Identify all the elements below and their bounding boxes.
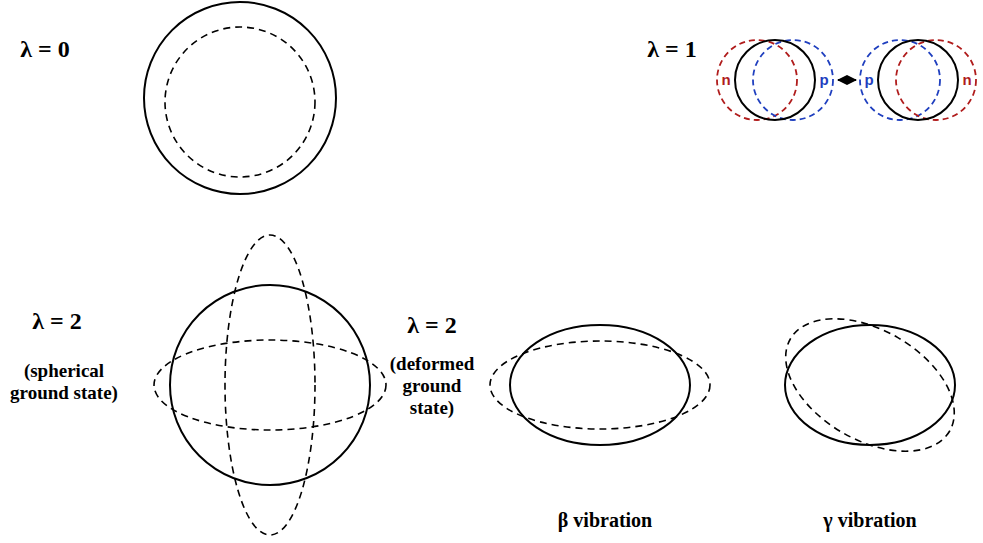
neutron-distribution: [717, 40, 797, 120]
compressed-sphere: [165, 27, 315, 177]
neutron-label: n: [962, 71, 971, 88]
mode-label: λ = 2: [407, 312, 456, 340]
neutron-label: n: [721, 71, 730, 88]
vibration-label: β vibration: [558, 509, 652, 532]
mode-label: λ = 0: [20, 36, 69, 64]
beta-shape: [490, 341, 710, 429]
vibration-label: γ vibration: [823, 509, 916, 532]
proton-label: p: [819, 71, 828, 88]
proton-label: p: [864, 71, 873, 88]
mode-label: λ = 1: [647, 36, 696, 64]
deformed-shape: [785, 325, 955, 445]
oblate-shape: [154, 340, 386, 430]
solid-sphere: [170, 285, 370, 485]
ground-state-note: (spherical ground state): [8, 360, 120, 404]
oscillation-arrow: [838, 79, 856, 81]
solid-sphere: [144, 2, 336, 194]
solid-sphere: [735, 40, 815, 120]
deformed-shape: [510, 325, 690, 445]
neutron-distribution: [896, 40, 976, 120]
proton-distribution: [860, 40, 940, 120]
solid-sphere: [878, 40, 958, 120]
gamma-shape: [763, 291, 977, 478]
ground-state-note: (deformed ground state): [382, 353, 482, 419]
mode-label: λ = 2: [32, 308, 81, 336]
proton-distribution: [753, 40, 833, 120]
prolate-shape: [225, 235, 315, 535]
